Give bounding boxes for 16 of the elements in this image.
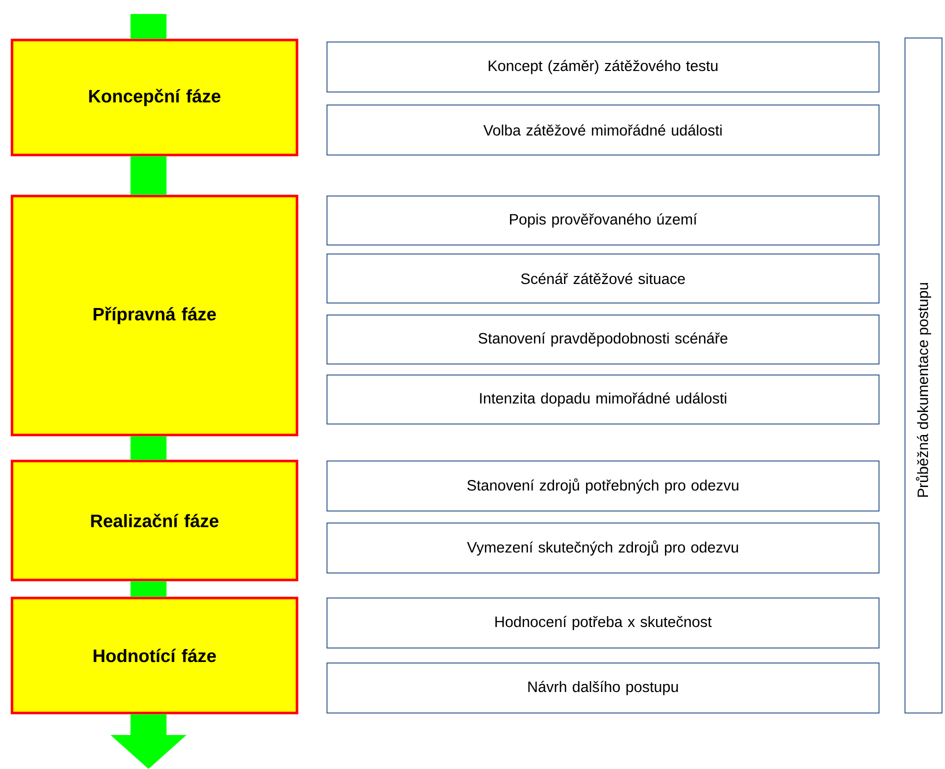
phase-box: Hodnotící fáze	[10, 596, 298, 714]
step-box: Koncept (záměr) zátěžového testu	[326, 42, 880, 92]
step-box: Návrh dalšího postupu	[326, 662, 880, 714]
step-box: Stanovení pravděpodobnosti scénáře	[326, 314, 880, 364]
documentation-box	[904, 38, 942, 714]
phase-box: Realizační fáze	[10, 460, 298, 582]
rotated-text: Průběžná dokumentace postupu	[916, 283, 932, 497]
step-box: Scénář zátěžové situace	[326, 254, 880, 304]
step-box: Vymezení skutečných zdrojů pro odezvu	[326, 522, 880, 574]
step-box: Intenzita dopadu mimořádné události	[326, 374, 880, 424]
step-box: Stanovení zdrojů potřebných pro odezvu	[326, 460, 880, 512]
step-box: Popis prověřovaného území	[326, 196, 880, 246]
step-box: Volba zátěžové mimořádné události	[326, 104, 880, 156]
phase-box: Koncepční fáze	[10, 38, 298, 156]
phase-box: Přípravná fáze	[10, 194, 298, 436]
step-box: Hodnocení potřeba x skutečnost	[326, 598, 880, 648]
